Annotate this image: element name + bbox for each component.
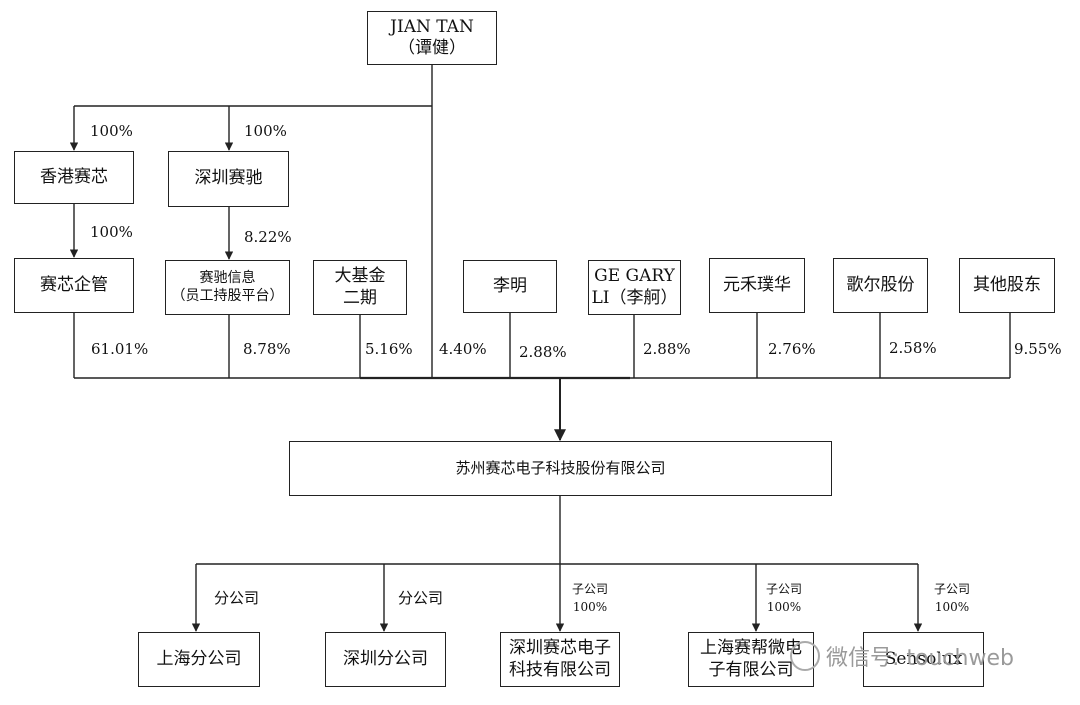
- node-sz-saichi-label: 深圳赛驰: [194, 168, 263, 189]
- label-sub-sz-pct: 100%: [572, 600, 608, 614]
- node-geer-label: 歌尔股份: [846, 274, 915, 295]
- label-sub-sensolux-pct: 100%: [934, 600, 970, 614]
- node-jian-tan: JIAN TAN （谭健）: [367, 11, 497, 65]
- label-branch-sz: 分公司: [398, 589, 444, 607]
- label-sub-sensolux-type: 子公司: [934, 582, 971, 596]
- label-sub-sh-pct: 100%: [766, 600, 802, 614]
- label-share-yuanhe: 2.76%: [768, 340, 816, 358]
- label-sub-sz-type: 子公司: [572, 582, 609, 596]
- label-share-geer: 2.58%: [889, 339, 937, 357]
- label-share-qiguan: 61.01%: [91, 340, 149, 358]
- node-hk-saixin-label: 香港赛芯: [40, 166, 108, 187]
- node-jian-tan-line1: JIAN TAN: [390, 16, 474, 37]
- label-branch-sh: 分公司: [214, 589, 260, 607]
- label-share-liming: 2.88%: [519, 343, 567, 361]
- node-sensolux-label: Sensolux: [884, 648, 963, 669]
- label-sz-xinxi: 8.22%: [244, 228, 292, 246]
- node-sz-sub-line1: 深圳赛芯电子: [509, 638, 611, 659]
- label-sub-sh: 子公司 100%: [766, 583, 802, 613]
- watermark: 微信号: touchweb: [790, 640, 1014, 672]
- label-share-jiantan: 4.40%: [439, 340, 487, 358]
- node-sensolux: Sensolux: [863, 632, 984, 687]
- node-liming-label: 李明: [493, 275, 527, 296]
- node-saixin-qiguan-label: 赛芯企管: [40, 274, 108, 295]
- node-saichi-xinxi: 赛驰信息 （员工持股平台）: [165, 260, 290, 315]
- node-sh-branch-label: 上海分公司: [156, 648, 242, 669]
- node-dajijin: 大基金 二期: [313, 260, 407, 315]
- label-share-xinxi: 8.78%: [243, 340, 291, 358]
- node-main-company-label: 苏州赛芯电子科技股份有限公司: [455, 459, 666, 478]
- label-sub-sensolux: 子公司 100%: [934, 583, 970, 613]
- node-sh-sub-line1: 上海赛帮微电: [700, 638, 802, 659]
- node-jian-tan-line2: （谭健）: [398, 38, 466, 58]
- label-sub-sh-type: 子公司: [766, 582, 803, 596]
- node-sh-sub-line2: 子有限公司: [708, 659, 794, 680]
- node-yuanhe: 元禾璞华: [709, 258, 805, 313]
- label-hk-qiguan: 100%: [90, 223, 133, 241]
- node-sz-branch-label: 深圳分公司: [343, 648, 428, 669]
- node-other-label: 其他股东: [973, 274, 1041, 295]
- label-jt-hk: 100%: [90, 122, 133, 140]
- node-other: 其他股东: [959, 258, 1055, 313]
- node-main-company: 苏州赛芯电子科技股份有限公司: [289, 441, 832, 496]
- label-sub-sz: 子公司 100%: [572, 583, 608, 613]
- node-saichi-xinxi-line1: 赛驰信息: [199, 270, 256, 286]
- node-dajijin-line1: 大基金: [334, 266, 386, 287]
- node-saichi-xinxi-line2: （员工持股平台）: [171, 287, 284, 304]
- label-share-dajijin: 5.16%: [365, 340, 413, 358]
- node-hk-saixin: 香港赛芯: [14, 151, 134, 204]
- label-jt-sz: 100%: [244, 122, 287, 140]
- node-ge-gary: GE GARY LI（李舸）: [588, 260, 681, 315]
- label-share-other: 9.55%: [1014, 340, 1062, 358]
- node-yuanhe-label: 元禾璞华: [723, 274, 791, 295]
- node-ge-gary-line2: LI（李舸）: [591, 287, 678, 308]
- node-liming: 李明: [463, 260, 557, 313]
- node-sz-saichi: 深圳赛驰: [168, 151, 289, 207]
- node-geer: 歌尔股份: [833, 258, 928, 313]
- node-saixin-qiguan: 赛芯企管: [14, 258, 134, 313]
- node-ge-gary-line1: GE GARY: [594, 266, 675, 287]
- node-sz-branch: 深圳分公司: [325, 632, 446, 687]
- label-share-gegary: 2.88%: [643, 340, 691, 358]
- node-sh-branch: 上海分公司: [138, 632, 260, 687]
- node-sz-sub: 深圳赛芯电子 科技有限公司: [500, 632, 620, 687]
- node-dajijin-line2: 二期: [343, 287, 377, 308]
- wechat-icon: [790, 641, 820, 671]
- node-sz-sub-line2: 科技有限公司: [509, 659, 611, 680]
- watermark-text: 微信号: touchweb: [826, 646, 1014, 671]
